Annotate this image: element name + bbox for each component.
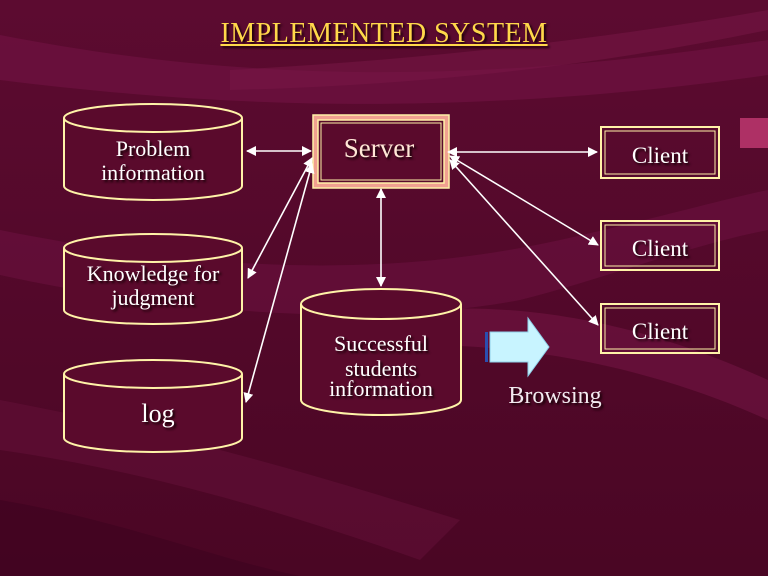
knowledge-line-1: Knowledge for xyxy=(86,261,220,286)
client-label-3: Client xyxy=(631,319,689,344)
problem-line-1: Problem xyxy=(115,136,191,161)
slide-title: IMPLEMENTED SYSTEM xyxy=(220,18,548,49)
arrow-server-log xyxy=(243,163,315,403)
server-box xyxy=(312,114,450,189)
client-box-3 xyxy=(600,303,720,354)
database-log xyxy=(63,359,243,453)
knowledge-line-2: judgment xyxy=(111,285,195,311)
database-knowledge-for-judgment xyxy=(63,233,243,325)
problem-line-2: information xyxy=(101,160,205,186)
database-knowledge-label: Knowledge for judgment xyxy=(64,261,242,311)
client-box-2 xyxy=(600,220,720,271)
database-problem-information xyxy=(63,103,243,201)
client-label-2: Client xyxy=(631,236,689,261)
database-problem-label: Problem information xyxy=(64,136,242,186)
client-label-1: Client xyxy=(631,143,689,168)
arrow-server-client-2 xyxy=(449,155,599,246)
students-line-3: information xyxy=(329,375,433,401)
browsing-label: Browsing xyxy=(508,383,602,409)
database-students-label: Successful students information xyxy=(301,331,461,401)
log-line-1: log xyxy=(141,399,175,428)
students-line-1: Successful xyxy=(333,331,429,356)
server-label: Server xyxy=(343,133,415,163)
browsing-arrow-icon xyxy=(485,316,550,378)
client-box-1 xyxy=(600,126,720,179)
arrow-server-knowledge xyxy=(247,157,313,279)
database-successful-students-information xyxy=(300,288,462,416)
database-log-label: log xyxy=(64,399,252,429)
students-line-2: students xyxy=(344,356,418,382)
arrow-server-client-3 xyxy=(449,159,599,326)
